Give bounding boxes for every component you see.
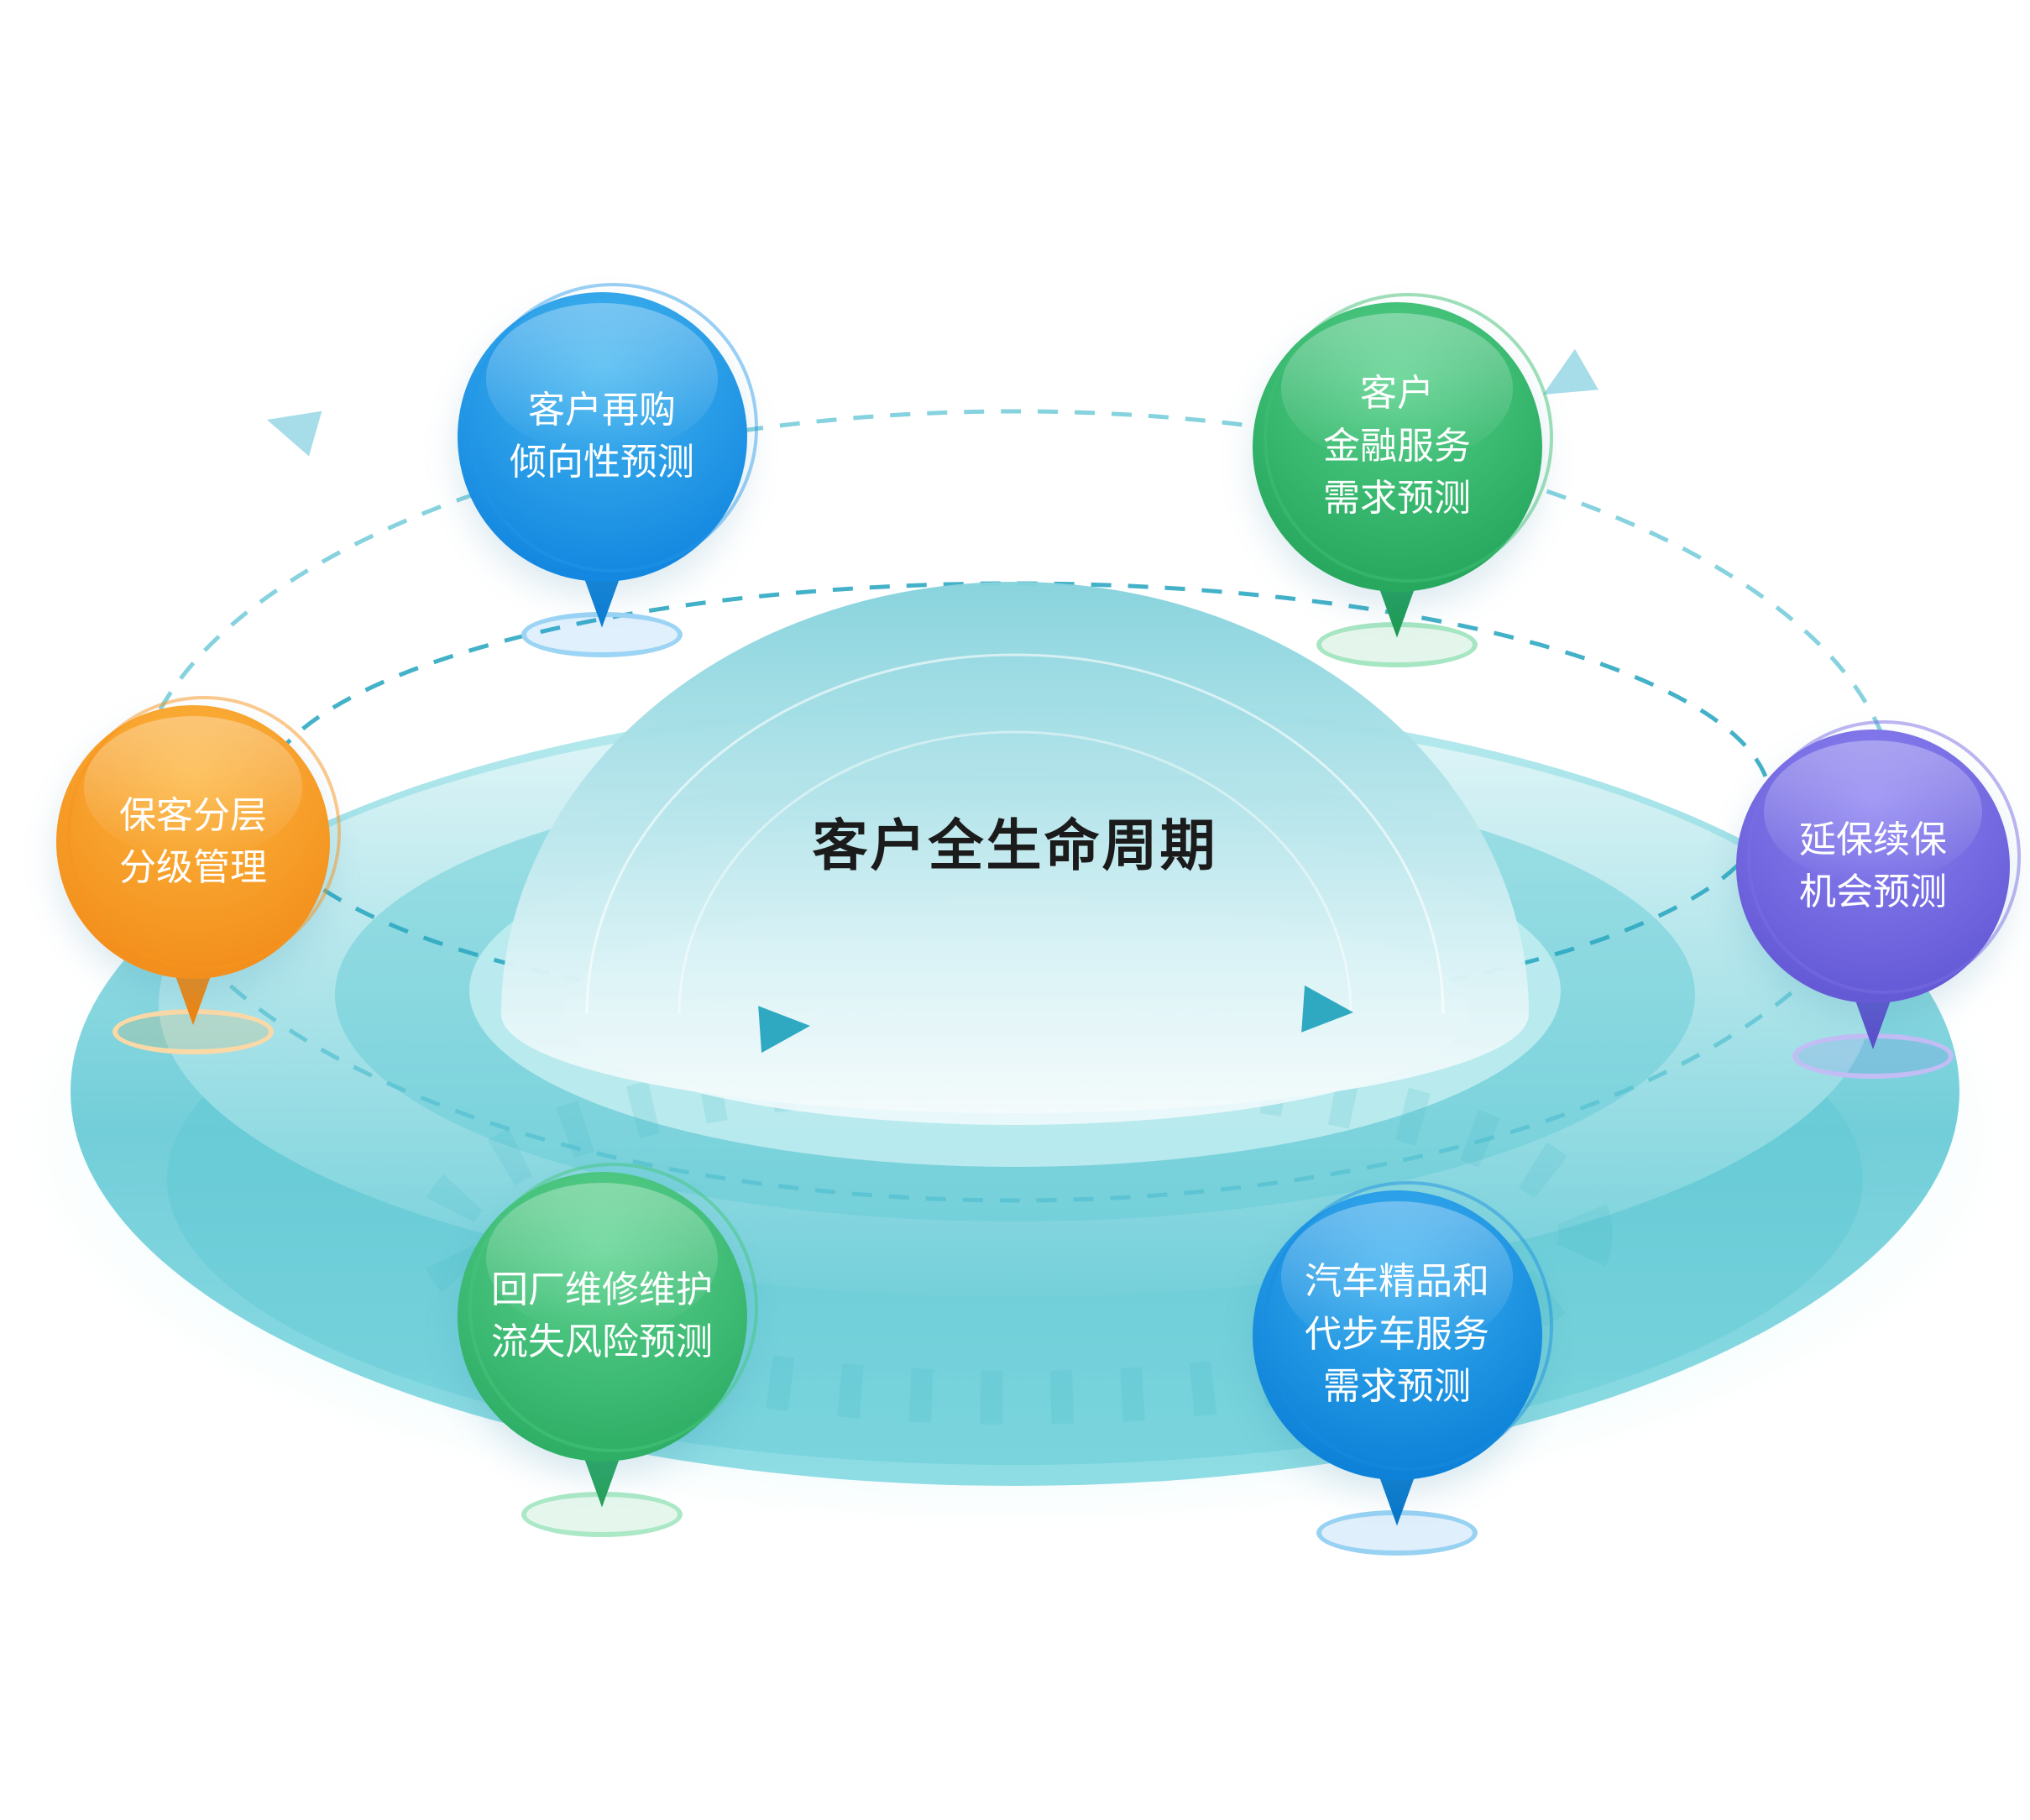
pin-label: 回厂维修维护 流失风险预测 xyxy=(491,1264,713,1369)
pin-balloon: 延保续保 机会预测 xyxy=(1736,730,2010,1003)
pin-label-line: 分级管理 xyxy=(119,847,267,888)
flow-arrow-bottom-right xyxy=(1301,985,1353,1033)
pin-balloon: 回厂维修维护 流失风险预测 xyxy=(457,1171,747,1462)
pin-label: 延保续保 机会预测 xyxy=(1799,814,1947,919)
flow-arrow-top-right xyxy=(1543,348,1598,395)
pin-label-line: 客户再购 xyxy=(528,389,676,431)
pin-label-line: 机会预测 xyxy=(1799,871,1947,913)
pin-label-line: 需求预测 xyxy=(1323,478,1471,520)
pin-label: 客户 金融服务 需求预测 xyxy=(1323,368,1471,525)
pin-label-line: 金融服务 xyxy=(1323,425,1471,467)
pin-label-line: 回厂维修维护 xyxy=(491,1268,713,1310)
pin-label-line: 汽车精品和 xyxy=(1305,1261,1489,1303)
pin-label-line: 需求预测 xyxy=(1323,1366,1471,1408)
pin-label: 保客分层 分级管理 xyxy=(119,790,267,895)
pin-label: 客户再购 倾向性预测 xyxy=(510,384,694,489)
pin-label: 汽车精品和 代步车服务 需求预测 xyxy=(1305,1256,1489,1413)
flow-arrow-bottom-left xyxy=(758,1006,810,1054)
pin-label-line: 客户 xyxy=(1360,373,1434,415)
pin-label-line: 流失风险预测 xyxy=(491,1321,713,1362)
pin-balloon: 客户 金融服务 需求预测 xyxy=(1252,301,1542,592)
center-title: 客户全生命周期 xyxy=(812,814,1218,876)
pin-balloon: 保客分层 分级管理 xyxy=(56,705,330,979)
pin-balloon: 客户再购 倾向性预测 xyxy=(457,291,747,582)
dome-inner-arc-2 xyxy=(678,730,1352,1015)
pin-label-line: 倾向性预测 xyxy=(510,442,694,483)
pin-label-line: 保客分层 xyxy=(119,794,267,836)
pin-label-line: 代步车服务 xyxy=(1305,1313,1489,1355)
dome xyxy=(501,582,1529,1113)
pin-label-line: 延保续保 xyxy=(1799,818,1947,860)
dome-inner-arc-1 xyxy=(585,653,1445,1015)
pin-balloon: 汽车精品和 代步车服务 需求预测 xyxy=(1252,1190,1542,1480)
saucer-rim-ticks xyxy=(417,1043,1613,1425)
flow-arrow-top-left xyxy=(267,411,322,457)
